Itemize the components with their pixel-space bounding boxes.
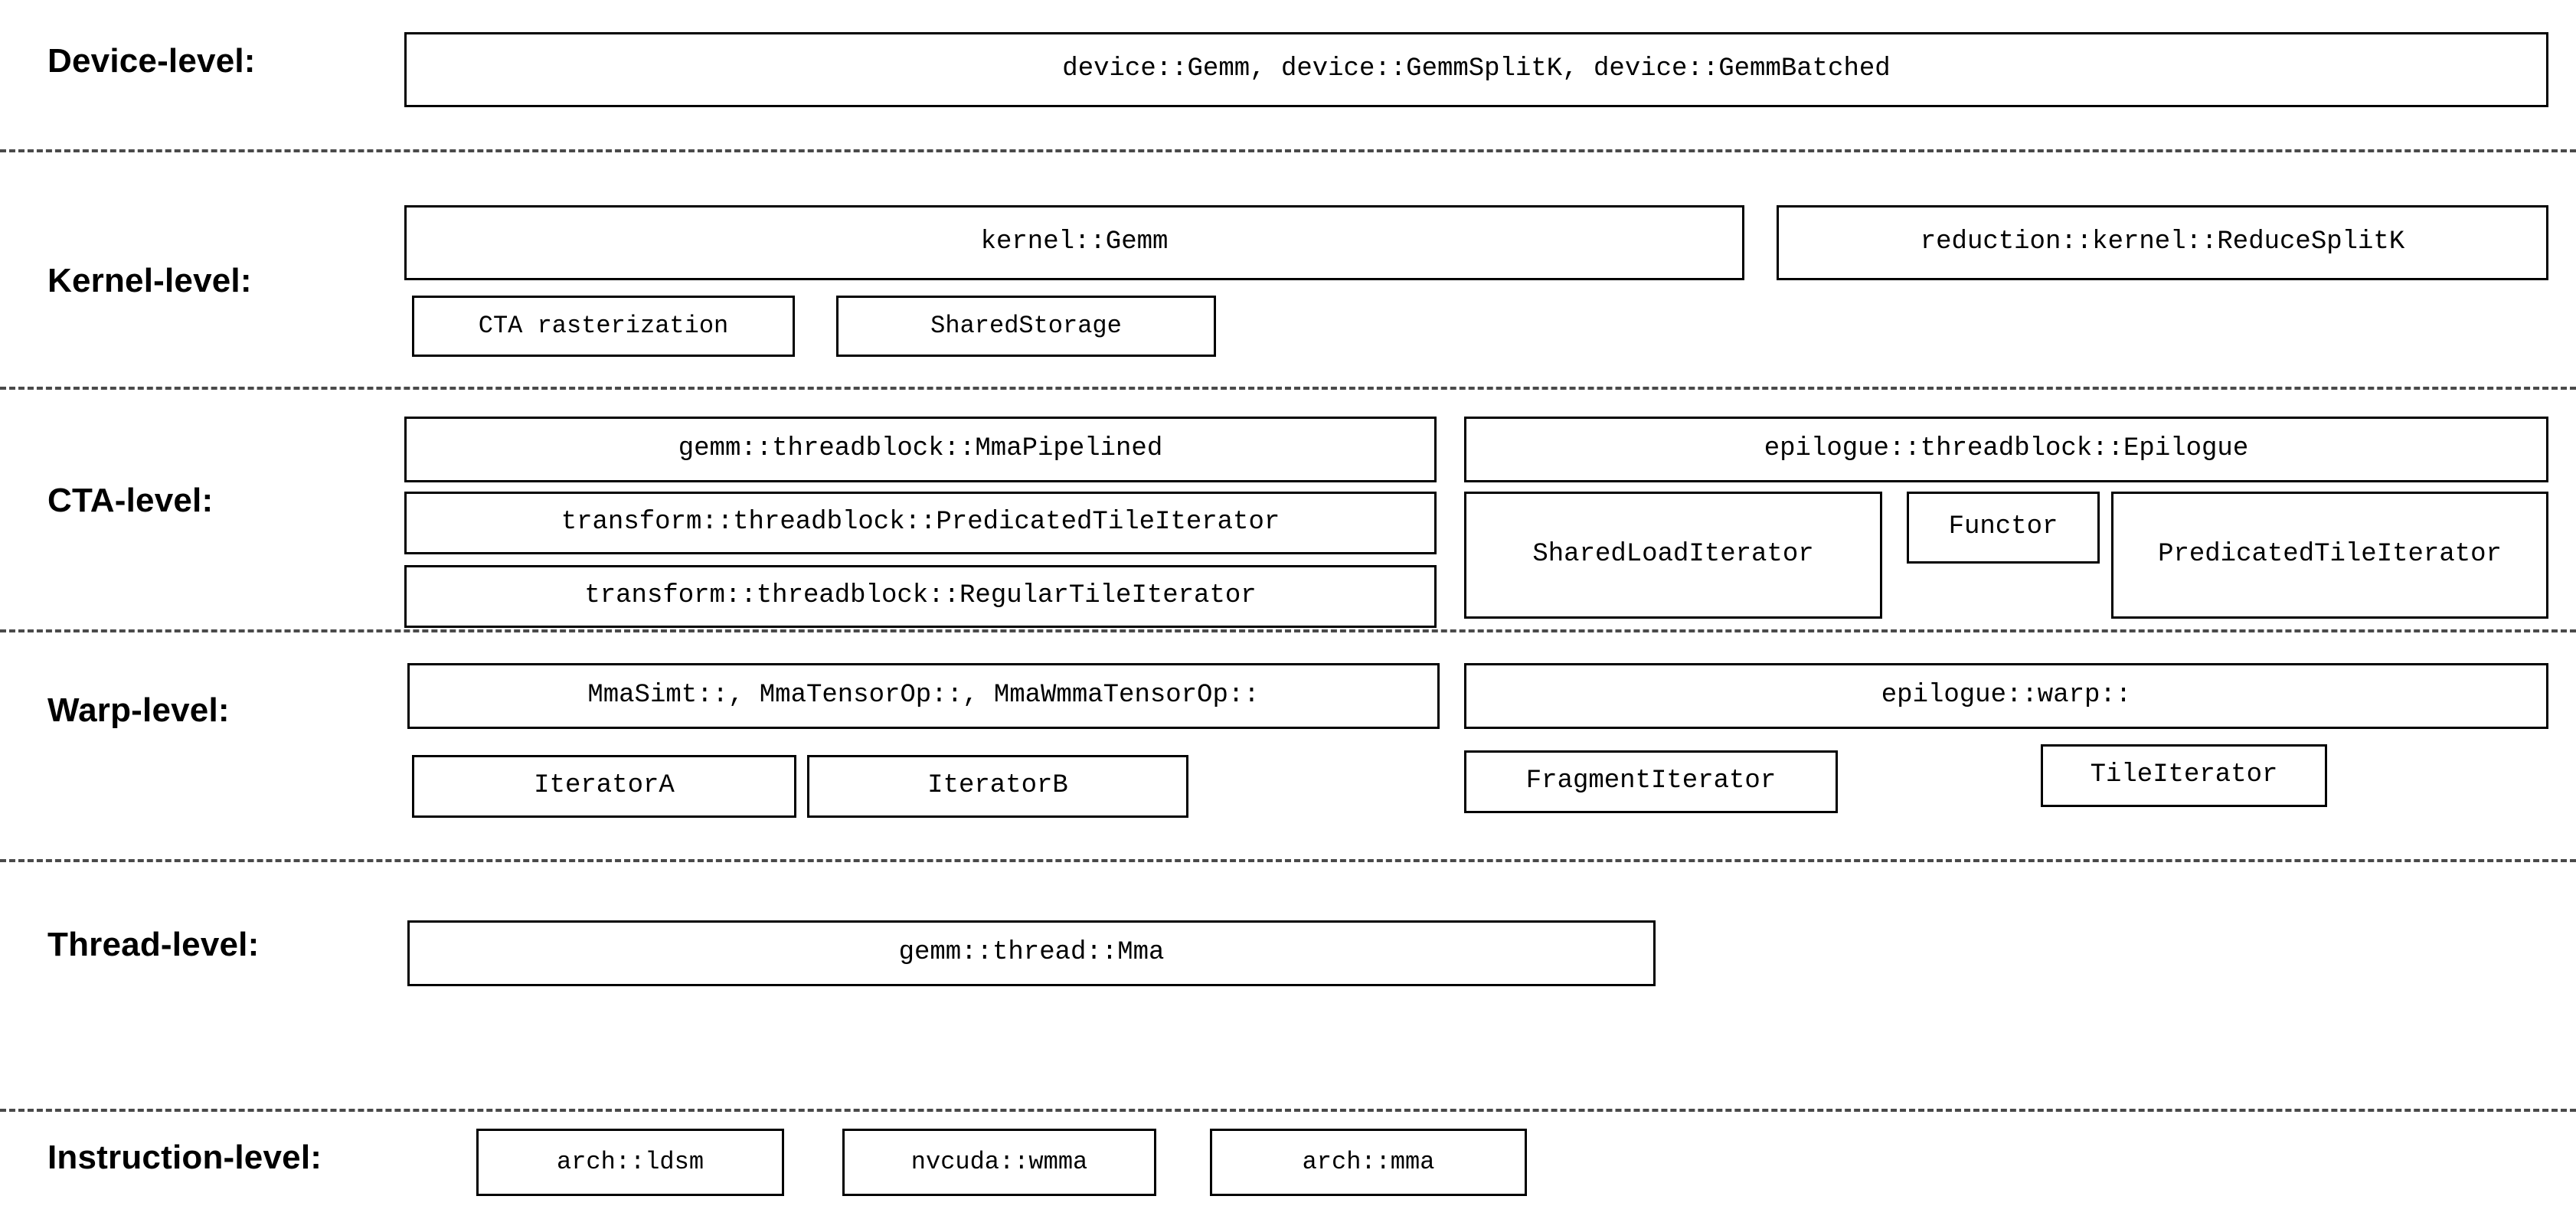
box-arch-mma: arch::mma bbox=[1210, 1129, 1527, 1196]
separator-warp-thread bbox=[0, 859, 2576, 862]
box-label: IteratorB bbox=[927, 771, 1068, 801]
separator-thread-instruction bbox=[0, 1109, 2576, 1112]
box-label: gemm::thread::Mma bbox=[898, 938, 1165, 968]
box-transform-threadblock-predicatedtileiterator: transform::threadblock::PredicatedTileIt… bbox=[404, 492, 1437, 554]
box-label: Functor bbox=[1948, 512, 2058, 542]
box-label: arch::ldsm bbox=[556, 1148, 704, 1177]
box-gemm-thread-mma: gemm::thread::Mma bbox=[407, 920, 1656, 986]
box-functor: Functor bbox=[1907, 492, 2100, 564]
box-tileiterator: TileIterator bbox=[2041, 744, 2327, 807]
box-epilogue-predicatedtileiterator: PredicatedTileIterator bbox=[2111, 492, 2548, 619]
box-label: SharedStorage bbox=[930, 312, 1122, 341]
box-label: TileIterator bbox=[2090, 760, 2278, 790]
box-sharedloaditerator: SharedLoadIterator bbox=[1464, 492, 1882, 619]
box-iterator-b: IteratorB bbox=[807, 755, 1188, 818]
box-label: epilogue::warp:: bbox=[1881, 681, 2132, 711]
box-label: MmaSimt::, MmaTensorOp::, MmaWmmaTensorO… bbox=[587, 681, 1260, 711]
box-device-gemm: device::Gemm, device::GemmSplitK, device… bbox=[404, 32, 2548, 107]
box-iterator-a: IteratorA bbox=[412, 755, 796, 818]
box-label: SharedLoadIterator bbox=[1532, 540, 1814, 570]
level-label-kernel: Kernel-level: bbox=[47, 262, 252, 299]
box-label: arch::mma bbox=[1302, 1148, 1435, 1177]
box-epilogue-threadblock-epilogue: epilogue::threadblock::Epilogue bbox=[1464, 417, 2548, 482]
separator-cta-warp bbox=[0, 629, 2576, 632]
separator-device-kernel bbox=[0, 149, 2576, 152]
box-sharedstorage: SharedStorage bbox=[836, 296, 1216, 357]
box-label: reduction::kernel::ReduceSplitK bbox=[1920, 227, 2405, 257]
box-label: IteratorA bbox=[534, 771, 675, 801]
box-arch-ldsm: arch::ldsm bbox=[476, 1129, 784, 1196]
level-label-warp: Warp-level: bbox=[47, 691, 230, 729]
box-label: kernel::Gemm bbox=[980, 227, 1169, 257]
box-label: transform::threadblock::PredicatedTileIt… bbox=[561, 508, 1280, 538]
box-label: CTA rasterization bbox=[478, 312, 729, 341]
box-label: FragmentIterator bbox=[1525, 766, 1777, 796]
box-label: transform::threadblock::RegularTileItera… bbox=[584, 581, 1257, 611]
box-nvcuda-wmma: nvcuda::wmma bbox=[842, 1129, 1156, 1196]
box-reduction-kernel-reducesplitk: reduction::kernel::ReduceSplitK bbox=[1777, 205, 2548, 280]
box-gemm-threadblock-mmapipelined: gemm::threadblock::MmaPipelined bbox=[404, 417, 1437, 482]
separator-kernel-cta bbox=[0, 387, 2576, 390]
level-label-cta: CTA-level: bbox=[47, 482, 214, 519]
box-label: device::Gemm, device::GemmSplitK, device… bbox=[1062, 54, 1891, 84]
box-epilogue-warp: epilogue::warp:: bbox=[1464, 663, 2548, 729]
box-kernel-gemm: kernel::Gemm bbox=[404, 205, 1744, 280]
level-label-instruction: Instruction-level: bbox=[47, 1139, 322, 1176]
box-fragmentiterator: FragmentIterator bbox=[1464, 750, 1838, 813]
box-label: nvcuda::wmma bbox=[910, 1148, 1088, 1177]
box-transform-threadblock-regulartileiterator: transform::threadblock::RegularTileItera… bbox=[404, 565, 1437, 628]
box-label: gemm::threadblock::MmaPipelined bbox=[678, 434, 1163, 464]
box-label: epilogue::threadblock::Epilogue bbox=[1764, 434, 2249, 464]
level-label-device: Device-level: bbox=[47, 42, 256, 80]
box-label: PredicatedTileIterator bbox=[2158, 540, 2502, 570]
level-label-thread: Thread-level: bbox=[47, 926, 260, 963]
box-warp-mma-ops: MmaSimt::, MmaTensorOp::, MmaWmmaTensorO… bbox=[407, 663, 1440, 729]
box-cta-rasterization: CTA rasterization bbox=[412, 296, 795, 357]
